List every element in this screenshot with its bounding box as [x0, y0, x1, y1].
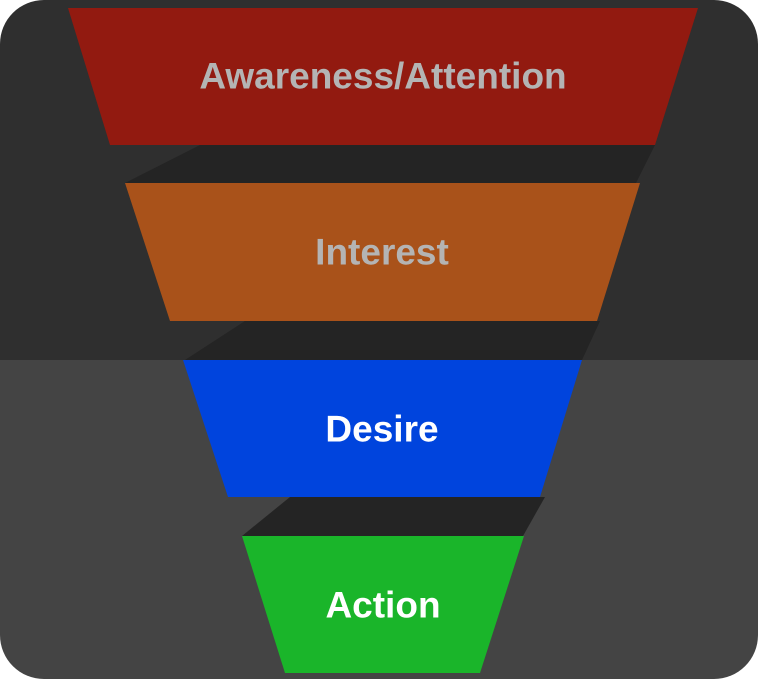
stage-awareness-label: Awareness/Attention — [199, 56, 566, 97]
stage-action-shape — [242, 536, 524, 673]
stage-interest-shape — [125, 183, 640, 321]
connector-shadow-1 — [125, 145, 655, 183]
stage-awareness-shape — [68, 8, 698, 145]
stage-action-label: Action — [325, 585, 440, 626]
stage-desire-shape — [183, 360, 582, 497]
connector-shadow-3 — [242, 497, 545, 536]
stage-interest-label: Interest — [315, 232, 449, 273]
connector-shadow-2 — [185, 321, 600, 360]
stage-desire-label: Desire — [325, 409, 438, 450]
